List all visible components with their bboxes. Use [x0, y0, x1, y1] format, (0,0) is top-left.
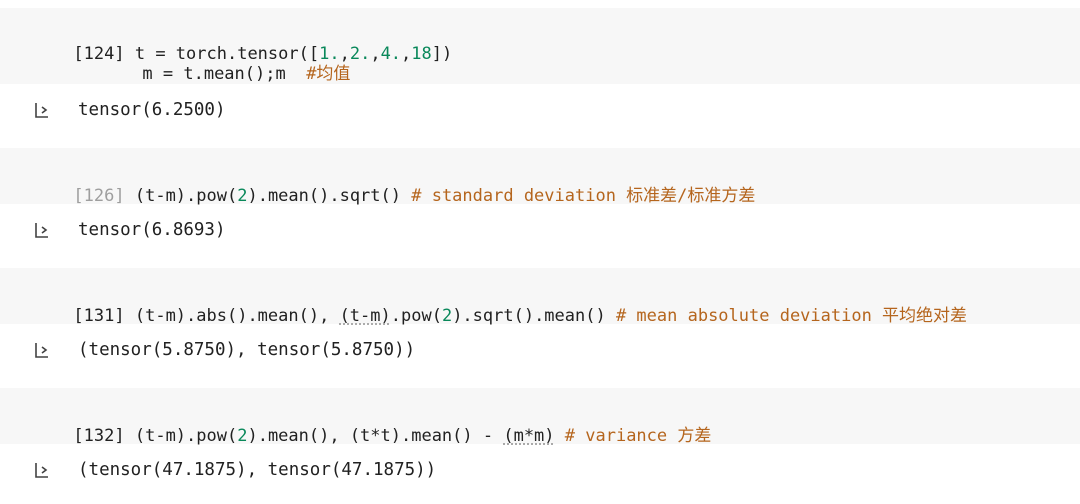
- output-cell-126: tensor(6.8693): [0, 206, 1080, 256]
- code-line: [124] t = torch.tensor([1.,2.,4.,18]): [12, 24, 452, 84]
- code-cell-124[interactable]: [124] t = torch.tensor([1.,2.,4.,18]) m …: [0, 8, 1080, 84]
- output-arrow-icon[interactable]: [33, 341, 51, 359]
- code-number: 4.: [380, 44, 402, 64]
- code-token: [555, 426, 565, 446]
- code-comment: # standard deviation 标准差/标准方差: [411, 186, 756, 206]
- code-text: (t-m).pow(2).mean(), (t*t).mean() - (m*m…: [135, 426, 712, 446]
- code-token: t = torch.tensor([: [134, 44, 320, 64]
- code-number: 1.: [319, 44, 340, 64]
- output-cell-132: (tensor(47.1875), tensor(47.1875)): [0, 446, 1080, 496]
- code-line: [132] (t-m).pow(2).mean(), (t*t).mean() …: [12, 406, 711, 466]
- code-token: (t-m): [339, 306, 391, 326]
- code-token: m = t.mean();m: [142, 64, 307, 84]
- code-token: (t-m).pow(: [134, 426, 238, 446]
- code-number: 2.: [349, 44, 371, 64]
- code-token: (t-m).abs().mean(),: [134, 306, 340, 326]
- output-text: (tensor(47.1875), tensor(47.1875)): [78, 460, 437, 480]
- output-arrow-icon[interactable]: [33, 101, 51, 119]
- output-cell-131: (tensor(5.8750), tensor(5.8750)): [0, 326, 1080, 376]
- code-text: (t-m).abs().mean(), (t-m).pow(2).sqrt().…: [135, 306, 967, 326]
- execution-count: [124]: [73, 44, 125, 64]
- code-token: ,: [370, 44, 381, 64]
- execution-count: [131]: [73, 306, 125, 326]
- code-comment: # mean absolute deviation 平均绝对差: [615, 306, 968, 326]
- code-cell-126[interactable]: [126] (t-m).pow(2).mean().sqrt() # stand…: [0, 148, 1080, 206]
- code-comment: # variance 方差: [564, 426, 712, 446]
- output-text: tensor(6.2500): [78, 100, 226, 120]
- code-comment: #均值: [306, 64, 351, 84]
- code-number: 2: [237, 186, 248, 206]
- code-token: ).sqrt().mean(): [452, 306, 616, 326]
- code-number: 2: [441, 306, 453, 326]
- code-token: ,: [401, 44, 412, 64]
- code-text: m = t.mean();m #均值: [142, 64, 350, 84]
- code-line: [126] (t-m).pow(2).mean().sqrt() # stand…: [12, 166, 755, 226]
- code-token: (t-m).pow(: [134, 186, 238, 206]
- code-cell-131[interactable]: [131] (t-m).abs().mean(), (t-m).pow(2).s…: [0, 268, 1080, 326]
- output-text: (tensor(5.8750), tensor(5.8750)): [78, 340, 416, 360]
- code-token: ).mean(), (t*t).mean() -: [247, 426, 504, 446]
- code-token: (m*m): [503, 426, 555, 446]
- code-cell-132[interactable]: [132] (t-m).pow(2).mean(), (t*t).mean() …: [0, 388, 1080, 446]
- code-number: 18: [411, 44, 432, 64]
- code-token: ]): [431, 44, 453, 64]
- output-arrow-icon[interactable]: [33, 461, 51, 479]
- code-token: ).mean().sqrt(): [247, 186, 412, 206]
- execution-count: [126]: [73, 186, 125, 206]
- execution-count: [132]: [73, 426, 125, 446]
- code-line: [131] (t-m).abs().mean(), (t-m).pow(2).s…: [12, 286, 967, 346]
- output-cell-124: tensor(6.2500): [0, 86, 1080, 136]
- code-token: ,: [339, 44, 350, 64]
- code-text: t = torch.tensor([1.,2.,4.,18]): [135, 44, 452, 64]
- output-arrow-icon[interactable]: [33, 221, 51, 239]
- code-token: .pow(: [390, 306, 442, 326]
- code-number: 2: [237, 426, 248, 446]
- output-text: tensor(6.8693): [78, 220, 226, 240]
- code-text: (t-m).pow(2).mean().sqrt() # standard de…: [135, 186, 756, 206]
- code-line: m = t.mean();m #均值: [81, 44, 350, 104]
